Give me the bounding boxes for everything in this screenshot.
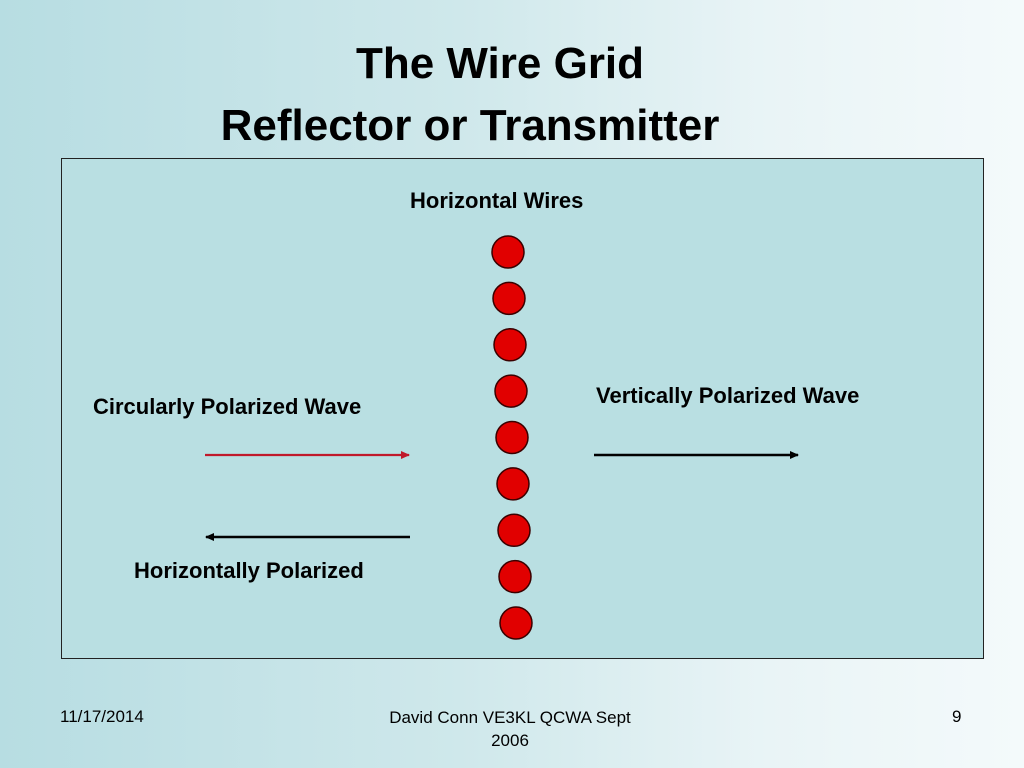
horizontal-wires-label: Horizontal Wires <box>410 188 584 213</box>
incident-wave-label: Circularly Polarized Wave <box>93 394 362 419</box>
wire-4 <box>494 374 528 408</box>
footer-author-line-1: David Conn VE3KL QCWA Sept <box>389 708 631 727</box>
footer-date: 11/17/2014 <box>60 707 144 726</box>
wire-9 <box>499 606 533 640</box>
wire-grid <box>491 235 533 640</box>
wire-6 <box>496 467 530 501</box>
wire-8 <box>498 559 532 594</box>
reflected-wave-label: Horizontally Polarized <box>134 558 364 583</box>
wire-2 <box>492 281 526 316</box>
footer-page-number: 9 <box>952 707 962 726</box>
footer-author: David Conn VE3KL QCWA Sept 2006 <box>330 707 690 753</box>
footer-author-line-2: 2006 <box>491 730 529 750</box>
wire-5 <box>495 420 529 455</box>
wire-7 <box>497 513 531 548</box>
transmitted-wave-label: Vertically Polarized Wave <box>596 383 860 408</box>
wire-1 <box>491 235 525 269</box>
wire-3 <box>493 328 527 362</box>
slide-title-line-2: Reflector or Transmitter <box>220 101 720 150</box>
slide-title-line-1: The Wire Grid <box>355 39 645 88</box>
